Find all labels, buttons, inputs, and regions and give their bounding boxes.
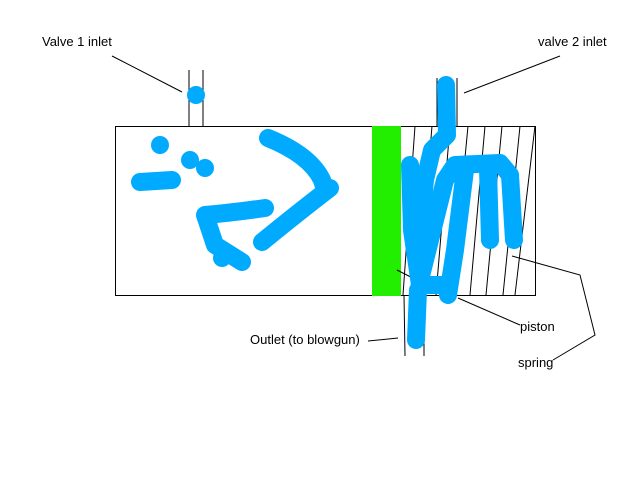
- cylinder-body: [115, 126, 536, 296]
- piston-label: piston: [520, 319, 555, 334]
- valve2-inlet-label: valve 2 inlet: [538, 34, 607, 49]
- valve1-inlet-label: Valve 1 inlet: [42, 34, 112, 49]
- leader-lines: [111, 55, 596, 361]
- outlet-label: Outlet (to blowgun): [250, 332, 360, 347]
- spring-label: spring: [518, 355, 554, 370]
- piston: [372, 126, 401, 296]
- blue-scribbles: [131, 76, 523, 349]
- valve2-pipe: [436, 78, 458, 126]
